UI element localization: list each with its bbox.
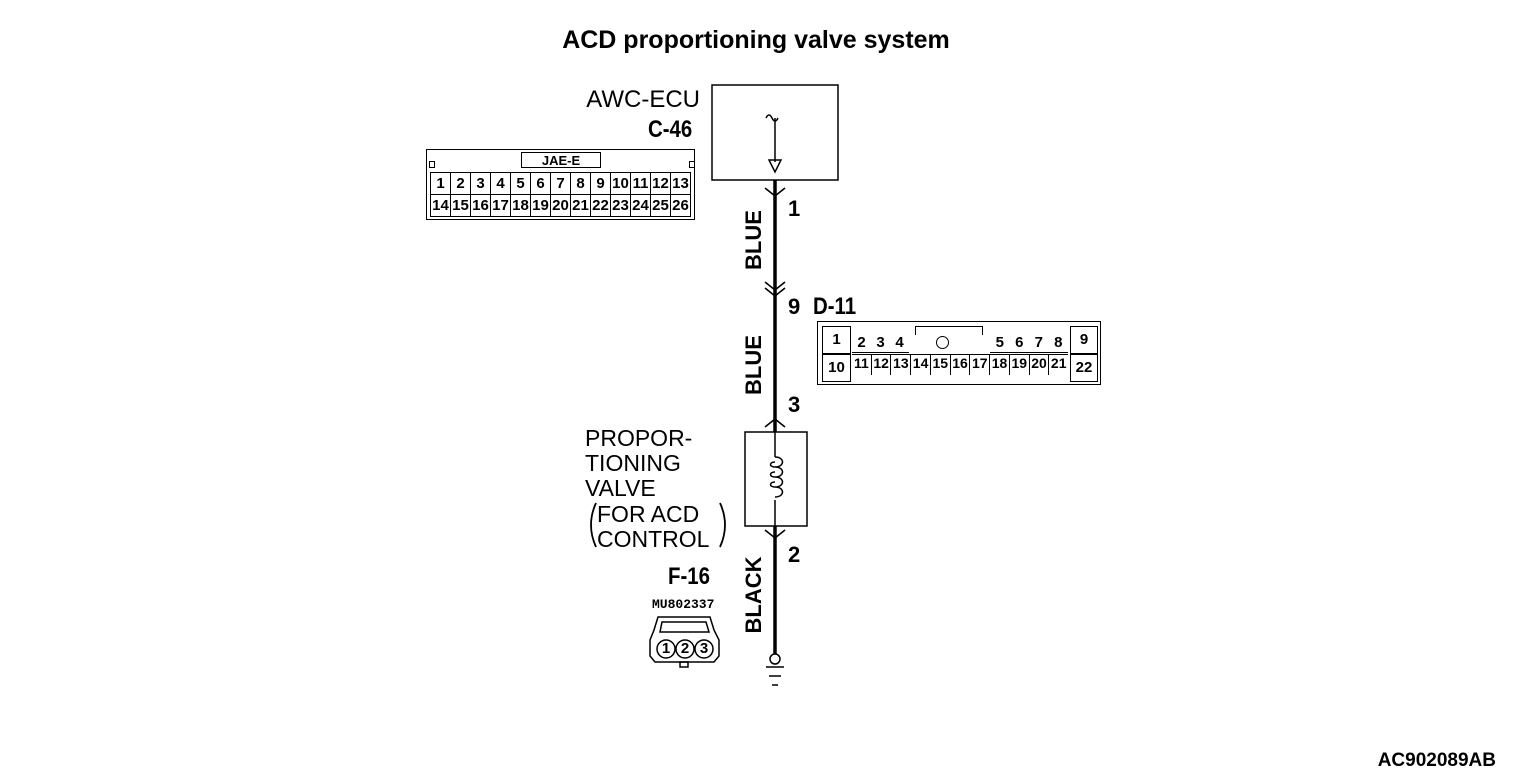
f16-pin-1: 1 [661,640,671,657]
d11-pin: 9 [1070,326,1098,354]
c46-pin: 19 [530,194,551,217]
diagram-title: ACD proportioning valve system [562,26,950,54]
d11-pin: 20 [1030,355,1050,375]
ecu-connector-id: C-46 [648,116,693,143]
c46-pin: 23 [610,194,631,217]
c46-pin: 22 [590,194,611,217]
ecu-internal-wave [765,114,779,122]
valve-label-line-5: CONTROL [597,526,710,552]
c46-pin: 9 [590,172,611,195]
c46-pin: 1 [430,172,451,195]
valve-label-line-2: TIONING [585,450,681,476]
d11-pin: 7 [1029,334,1049,353]
c46-pin: 2 [450,172,471,195]
c46-pin: 17 [490,194,511,217]
pin2-mark [764,529,786,540]
figure-code: AC902089AB [1377,750,1496,771]
valve-pin-ground: 2 [788,542,801,567]
c46-pin: 12 [650,172,671,195]
d11-pin: 1 [822,326,851,354]
valve-box [744,431,808,527]
valve-label-line-4: FOR ACD [597,501,700,527]
d11-pin: 19 [1010,355,1030,375]
c46-header-label: JAE-E [521,152,601,168]
valve-label-line-1: PROPOR- [585,425,693,451]
valve-part-number: MU802337 [652,597,715,612]
solenoid-coil [769,456,784,498]
d11-pin: 5 [990,334,1010,353]
pin3-mark [764,417,786,428]
d11-pin: 10 [822,354,851,382]
pin1-mark [764,187,786,198]
d11-pin: 8 [1048,334,1068,353]
c46-pin: 8 [570,172,591,195]
c46-pin: 25 [650,194,671,217]
c46-pin: 5 [510,172,531,195]
d11-pin: 11 [852,355,872,375]
c46-pin: 13 [670,172,691,195]
wire-color-3: BLACK [741,556,766,634]
d11-key-circle [936,336,949,349]
c46-pin: 4 [490,172,511,195]
wire-color-1: BLUE [741,210,766,270]
pin9-mark-a [764,281,786,292]
d11-pin: 13 [891,355,912,375]
junction-pin-in: 9 [788,294,801,319]
c46-pin: 21 [570,194,591,217]
c46-pin: 18 [510,194,531,217]
d11-pin: 3 [871,334,890,353]
d11-pin: 14 [911,355,931,375]
valve-label-bracket-left [590,502,597,548]
d11-pin: 15 [931,355,951,375]
valve-label-bracket-right [719,502,726,548]
f16-connector-face [649,616,720,668]
d11-pin: 4 [890,334,909,353]
wire-color-2: BLUE [741,335,766,395]
ecu-name: AWC-ECU [586,86,700,113]
ecu-internal-arrow [767,159,783,174]
d11-connector-face: 1 10 2 3 4 5 6 7 8 9 11 12 13 14 15 16 1… [817,321,1101,385]
c46-pin: 11 [630,172,651,195]
c46-pin: 14 [430,194,451,217]
d11-pin: 12 [872,355,892,375]
c46-pin: 7 [550,172,571,195]
valve-label-line-3: VALVE [585,475,656,501]
f16-pin-3: 3 [699,640,709,657]
d11-pin: 22 [1070,354,1098,382]
c46-pin: 26 [670,194,691,217]
c46-pin: 16 [470,194,491,217]
d11-pin: 17 [970,355,991,375]
c46-pin: 6 [530,172,551,195]
ecu-pin-number: 1 [788,196,801,221]
d11-pin: 21 [1050,355,1067,371]
c46-pin: 3 [470,172,491,195]
pin9-mark-b [764,287,786,298]
d11-pin: 18 [990,355,1010,375]
valve-connector-id: F-16 [668,563,710,590]
c46-pin: 15 [450,194,471,217]
ground-terminal [769,653,781,665]
junction-pin-out: 3 [788,392,801,417]
f16-pin-2: 2 [680,640,690,657]
d11-pin: 16 [951,355,971,375]
d11-pin: 2 [852,334,871,353]
d11-pin: 6 [1009,334,1029,353]
junction-connector-id: D-11 [813,293,857,320]
c46-pin: 10 [610,172,631,195]
c46-pin: 24 [630,194,651,217]
c46-pin: 20 [550,194,571,217]
